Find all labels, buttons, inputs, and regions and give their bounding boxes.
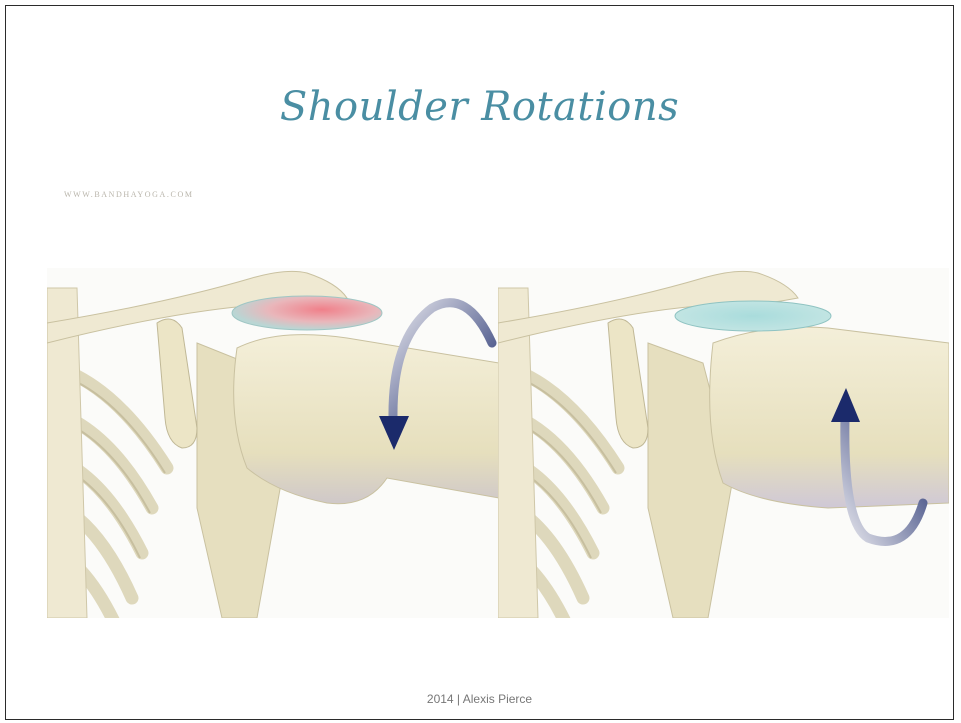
- slide-footer: 2014 | Alexis Pierce: [6, 692, 953, 706]
- illustration-external-rotation: [498, 268, 949, 618]
- illustration-internal-rotation: [47, 268, 499, 618]
- slide-title: Shoulder Rotations: [6, 84, 953, 130]
- slide: Shoulder Rotations WWW.BANDHAYOGA.COM: [5, 5, 954, 720]
- watermark: WWW.BANDHAYOGA.COM: [64, 190, 194, 199]
